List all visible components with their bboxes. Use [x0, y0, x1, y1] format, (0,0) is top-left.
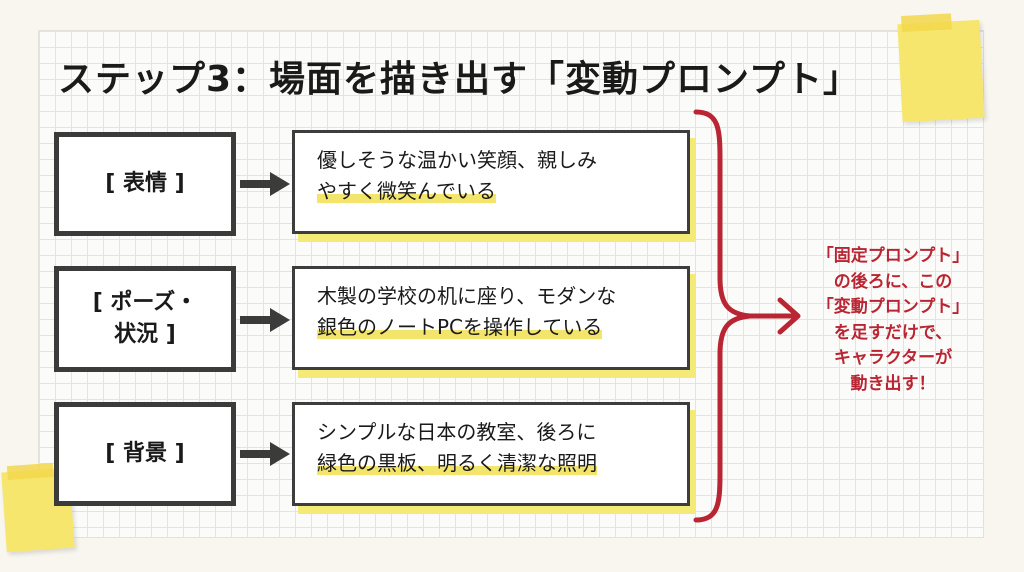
label-background: [ 背景 ] — [105, 441, 185, 467]
label-expression: [ 表情 ] — [105, 171, 185, 197]
note-line: 「変動プロンプト」 — [816, 297, 970, 317]
note-line: 動き出す！ — [850, 373, 936, 394]
desc-line: シンプルな日本の教室、後ろに — [317, 420, 597, 444]
desc-line-highlight: 緑色の黒板、明るく清潔な照明 — [317, 451, 597, 475]
note-line: の後ろに、この — [833, 271, 953, 292]
arrow-right-icon — [240, 442, 290, 466]
desc-line: やすく微笑んでいる — [317, 176, 667, 207]
label-pose: [ ポーズ・ 状況 ] — [92, 290, 198, 347]
tape-decoration — [901, 13, 952, 32]
note-line: を足すだけで、 — [833, 322, 953, 343]
explanation-note: 「固定プロンプト」 の後ろに、この 「変動プロンプト」 を足すだけで、 キャラク… — [790, 244, 996, 397]
desc-line-highlight: 銀色のノートPCを操作している — [317, 315, 603, 339]
arrow-right-icon — [240, 172, 290, 196]
note-line: 「固定プロンプト」 — [816, 246, 970, 266]
desc-line: 銀色のノートPCを操作している — [317, 312, 667, 343]
label-box-pose: [ ポーズ・ 状況 ] — [54, 266, 236, 372]
desc-line: 緑色の黒板、明るく清潔な照明 — [317, 448, 667, 479]
desc-line: 優しそうな温かい笑顔、親しみ — [317, 148, 597, 172]
slide-title: ステップ3：場面を描き出す「変動プロンプト」 — [58, 59, 860, 100]
desc-box-background: シンプルな日本の教室、後ろに 緑色の黒板、明るく清潔な照明 — [292, 402, 690, 506]
curly-brace-arrow-icon — [693, 109, 801, 523]
arrow-right-icon — [240, 308, 290, 332]
label-box-expression: [ 表情 ] — [54, 132, 236, 236]
note-line: キャラクターが — [833, 348, 953, 368]
tape-decoration — [6, 462, 54, 481]
desc-line: 木製の学校の机に座り、モダンな — [317, 284, 617, 308]
desc-box-expression: 優しそうな温かい笑顔、親しみ やすく微笑んでいる — [292, 130, 690, 234]
desc-line-highlight: やすく微笑んでいる — [317, 179, 496, 203]
label-box-background: [ 背景 ] — [54, 402, 236, 506]
desc-box-pose: 木製の学校の机に座り、モダンな 銀色のノートPCを操作している — [292, 266, 690, 370]
